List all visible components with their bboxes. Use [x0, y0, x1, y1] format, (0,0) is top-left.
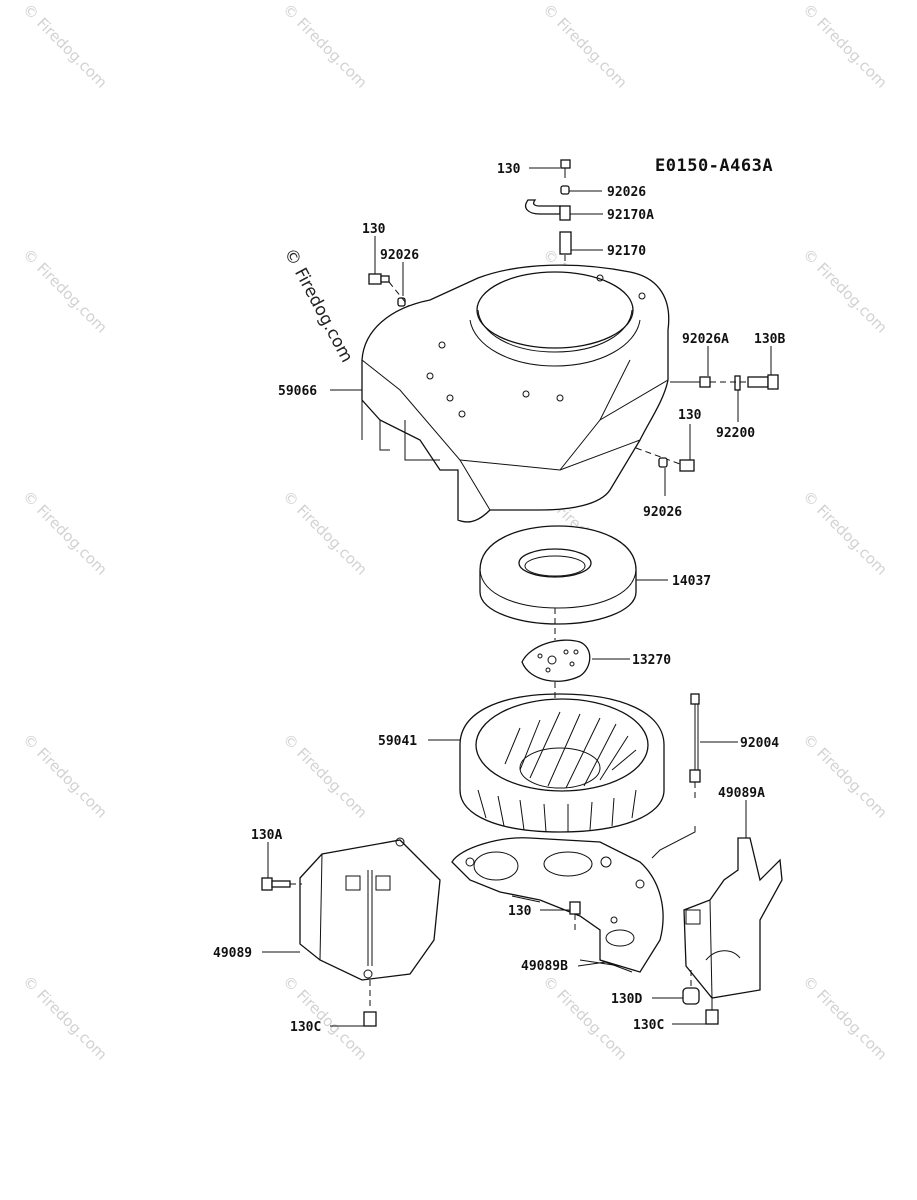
bolt-130C-right	[705, 1009, 719, 1025]
label-49089B: 49089B	[521, 959, 568, 974]
label-130C-right: 130C	[633, 1018, 664, 1033]
label-92026-right: 92026	[643, 505, 682, 520]
clamp-92170A	[525, 199, 561, 215]
screen-14037	[479, 525, 668, 625]
label-13270: 13270	[632, 653, 671, 668]
rod-92004	[651, 693, 738, 859]
watermark-tile: © Firedog.com	[19, 730, 111, 822]
spacer-92170	[559, 231, 572, 255]
label-92170: 92170	[607, 244, 646, 259]
watermark-tile: © Firedog.com	[19, 0, 111, 92]
spacer-92026A	[699, 376, 711, 388]
label-59041: 59041	[378, 734, 417, 749]
watermark-tile: © Firedog.com	[539, 972, 631, 1064]
watermark-tile: © Firedog.com	[279, 487, 371, 579]
bolt-130B	[747, 376, 769, 388]
watermark-tile: © Firedog.com	[279, 0, 371, 92]
watermark-tile: © Firedog.com	[539, 0, 631, 92]
label-130C-left: 130C	[290, 1020, 321, 1035]
label-130-right: 130	[678, 408, 702, 423]
label-130B: 130B	[754, 332, 785, 347]
label-49089: 49089	[213, 946, 252, 961]
watermark-tile: © Firedog.com	[279, 730, 371, 822]
watermark-tile: © Firedog.com	[19, 972, 111, 1064]
watermark-tile: © Firedog.com	[799, 245, 891, 337]
right-hardware	[635, 346, 779, 496]
cover-49089	[261, 837, 441, 1027]
label-130A: 130A	[251, 828, 282, 843]
label-59066: 59066	[278, 384, 317, 399]
watermark-tile: © Firedog.com	[799, 730, 891, 822]
diagram-code: E0150-A463A	[655, 156, 773, 176]
label-14037: 14037	[672, 574, 711, 589]
bolt-130-top	[560, 159, 571, 169]
washer-92026-right	[658, 457, 668, 468]
washer-92026-left	[397, 297, 406, 307]
plate-13270	[521, 608, 630, 682]
watermark-tile: © Firedog.com	[279, 972, 371, 1064]
washer-92026-top	[560, 185, 570, 195]
part-labels: 130 92026 92170A 92170 130 92026 59066 9…	[213, 162, 785, 1035]
bolt-130-right	[679, 459, 695, 472]
label-130-left: 130	[362, 222, 386, 237]
bolt-130D	[682, 987, 700, 1005]
label-92026A: 92026A	[682, 332, 729, 347]
fan-59041	[428, 682, 665, 833]
label-92004: 92004	[740, 736, 779, 751]
watermark-tile: © Firedog.com	[799, 487, 891, 579]
bolt-130-mid	[569, 901, 581, 915]
bolt-130A	[261, 877, 273, 891]
washer-92200	[734, 375, 741, 391]
cover-49089A	[652, 800, 783, 1025]
label-130-top: 130	[497, 162, 521, 177]
left-hardware	[368, 236, 416, 315]
label-92200: 92200	[716, 426, 755, 441]
rod-92004-end	[689, 769, 701, 783]
bracket-49089B	[451, 837, 664, 973]
bolt-130-left	[368, 273, 382, 285]
watermark-tile: © Firedog.com	[799, 972, 891, 1064]
watermark-main: © Firedog.com	[280, 245, 357, 366]
label-130-mid: 130	[508, 904, 532, 919]
bolt-130C-left	[363, 1011, 377, 1027]
watermark-tile: © Firedog.com	[799, 0, 891, 92]
label-49089A: 49089A	[718, 786, 765, 801]
label-130D: 130D	[611, 992, 642, 1007]
watermark-tile: © Firedog.com	[19, 487, 111, 579]
fan-shroud-59066	[330, 264, 670, 523]
label-92170A: 92170A	[607, 208, 654, 223]
label-92026-top: 92026	[607, 185, 646, 200]
label-92026-left: 92026	[380, 248, 419, 263]
watermark-tile: © Firedog.com	[19, 245, 111, 337]
